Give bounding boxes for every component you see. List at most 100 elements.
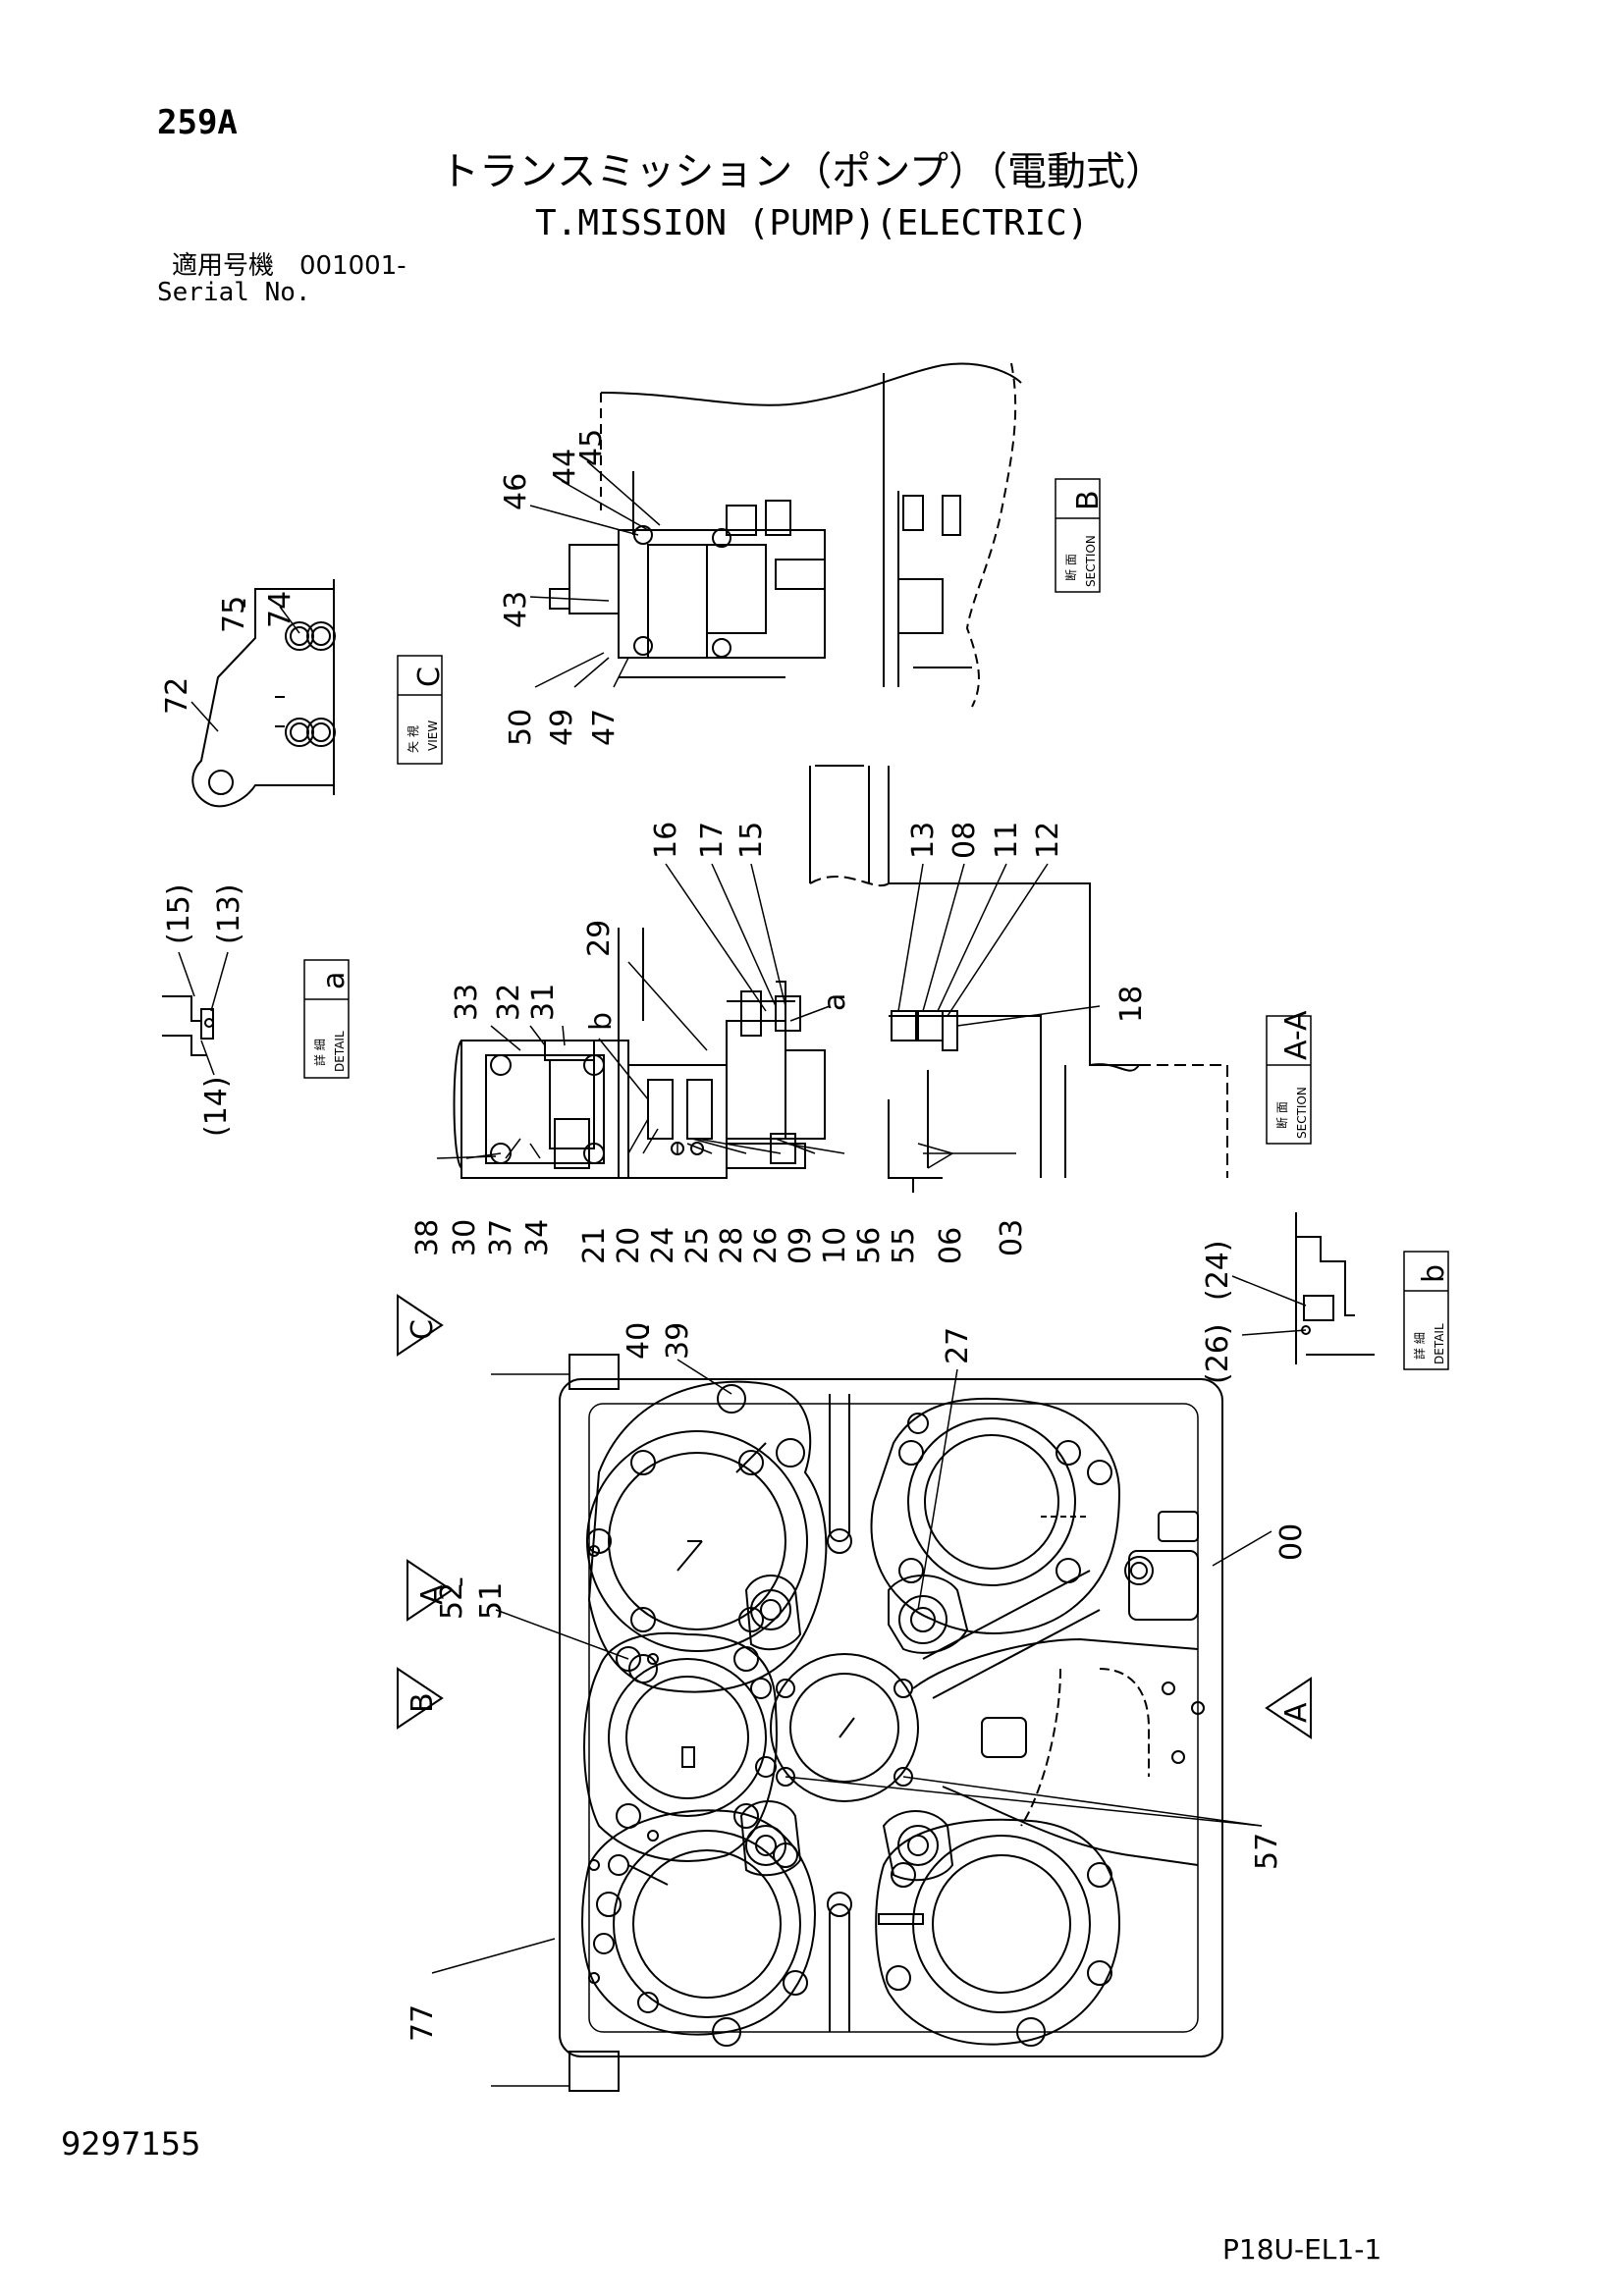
svg-text:55: 55 <box>887 1227 921 1264</box>
svg-text:B: B <box>1071 490 1106 510</box>
svg-text:(26): (26) <box>1201 1323 1235 1384</box>
svg-text:11: 11 <box>990 822 1024 859</box>
svg-text:57: 57 <box>1250 1833 1284 1870</box>
section-b-drawing <box>549 362 1022 708</box>
section-aa-leaders <box>436 863 1101 1169</box>
svg-text:72: 72 <box>160 677 194 715</box>
svg-text:-: - <box>443 1576 477 1587</box>
detail-marker-a: a <box>818 993 852 1011</box>
svg-text:08: 08 <box>947 822 982 859</box>
svg-text:40: 40 <box>622 1322 656 1360</box>
svg-text:(15): (15) <box>162 883 196 944</box>
svg-text:A-A: A-A <box>1279 1010 1314 1060</box>
main-plan-leaders <box>431 1359 1272 1974</box>
view-c-drawing <box>191 579 336 808</box>
svg-text:a: a <box>317 972 352 989</box>
svg-text:25: 25 <box>680 1227 715 1264</box>
svg-text:37: 37 <box>484 1219 518 1256</box>
svg-text:VIEW: VIEW <box>426 721 440 751</box>
section-b-labels: 46 45 44 43 50 49 47 <box>499 429 622 746</box>
section-aa-labels: 16 17 15 13 08 11 12 18 29 33 32 31 38 3… <box>410 822 1149 1264</box>
section-arrow-b: B <box>406 1692 440 1713</box>
section-arrow-a2: A <box>1279 1702 1314 1723</box>
svg-text:32: 32 <box>492 984 526 1021</box>
page-number: 259A <box>157 103 238 142</box>
svg-text:75: 75 <box>217 596 251 633</box>
svg-text:39: 39 <box>661 1322 695 1360</box>
svg-text:33: 33 <box>450 984 484 1021</box>
part-label: 50 <box>504 709 538 746</box>
part-label: 43 <box>499 591 533 628</box>
view-box-section-b: B 断 面 SECTION <box>1055 478 1106 593</box>
svg-text:30: 30 <box>448 1219 482 1256</box>
title-japanese: トランスミッション（ポンプ）（電動式） <box>440 149 1164 194</box>
svg-text:28: 28 <box>715 1227 749 1264</box>
detail-b-drawing <box>1295 1212 1375 1364</box>
svg-text:DETAIL: DETAIL <box>1433 1323 1446 1364</box>
svg-text:矢 視: 矢 視 <box>406 725 420 753</box>
svg-text:(13): (13) <box>212 883 246 944</box>
detail-b-labels: (24) (26) <box>1201 1240 1235 1384</box>
svg-text:26: 26 <box>749 1227 784 1264</box>
svg-text:15: 15 <box>734 822 769 859</box>
svg-text:18: 18 <box>1114 986 1149 1023</box>
svg-text:16: 16 <box>649 822 683 859</box>
svg-text:-: - <box>629 1324 664 1335</box>
svg-text:27: 27 <box>941 1327 975 1364</box>
svg-text:-: - <box>226 598 260 609</box>
detail-b-leaders <box>1231 1275 1307 1336</box>
svg-text:00: 00 <box>1274 1523 1309 1561</box>
svg-text:13: 13 <box>906 822 941 859</box>
detail-a-leaders <box>178 951 229 1076</box>
part-label: 47 <box>587 709 622 746</box>
svg-text:77: 77 <box>406 2004 440 2042</box>
main-plan-labels: 40 - 39 27 00 52 - 51 57 77 <box>406 1322 1309 2042</box>
svg-text:34: 34 <box>520 1219 555 1256</box>
svg-text:断 面: 断 面 <box>1063 554 1078 581</box>
part-label: 46 <box>499 473 533 510</box>
svg-text:10: 10 <box>818 1227 852 1264</box>
view-box-section-aa: A-A 断 面 SECTION <box>1266 1010 1314 1145</box>
view-box-detail-a: a 詳 細 DETAIL <box>303 959 352 1079</box>
detail-a-labels: (15) (13) (14) <box>162 883 246 1137</box>
svg-text:DETAIL: DETAIL <box>333 1031 347 1072</box>
svg-text:SECTION: SECTION <box>1295 1087 1309 1139</box>
section-b-leaders <box>529 460 661 688</box>
svg-text:38: 38 <box>410 1219 445 1256</box>
main-plan-view <box>491 1354 1223 2092</box>
svg-text:(14): (14) <box>199 1076 234 1137</box>
svg-text:06: 06 <box>934 1227 968 1264</box>
svg-text:SECTION: SECTION <box>1084 535 1098 587</box>
part-label: 44 <box>548 449 582 486</box>
view-box-view-c: C 矢 視 VIEW <box>397 655 447 765</box>
svg-text:断 面: 断 面 <box>1274 1101 1289 1129</box>
section-arrow-a: A <box>415 1584 450 1605</box>
svg-text:b: b <box>1417 1264 1451 1283</box>
svg-text:17: 17 <box>695 822 730 859</box>
svg-text:C: C <box>412 667 447 687</box>
svg-text:09: 09 <box>784 1227 818 1264</box>
svg-text:12: 12 <box>1031 822 1065 859</box>
svg-text:21: 21 <box>577 1227 612 1264</box>
detail-marker-b: b <box>584 1012 619 1031</box>
svg-text:20: 20 <box>612 1227 646 1264</box>
section-aa-drawing <box>453 765 1228 1193</box>
svg-text:51: 51 <box>474 1582 509 1620</box>
svg-text:24: 24 <box>646 1227 680 1264</box>
detail-a-drawing <box>162 995 214 1056</box>
view-c-leaders <box>190 606 300 732</box>
serial-label-english: Serial No. <box>157 278 311 307</box>
document-number: 9297155 <box>61 2125 201 2163</box>
svg-text:詳 細: 詳 細 <box>312 1039 327 1066</box>
view-c-labels: 75 - 74 72 <box>160 591 298 715</box>
part-label: 45 <box>574 429 609 466</box>
title-english: T.MISSION (PUMP)(ELECTRIC) <box>535 203 1089 243</box>
page-code: P18U-EL1-1 <box>1222 2233 1382 2266</box>
svg-text:03: 03 <box>995 1219 1029 1256</box>
part-label: 49 <box>545 709 579 746</box>
section-arrows: C A B A <box>397 1294 1314 1739</box>
view-box-detail-b: b 詳 細 DETAIL <box>1403 1251 1451 1370</box>
svg-text:詳 細: 詳 細 <box>1412 1332 1427 1360</box>
serial-label-japanese: 適用号機 001001- <box>172 251 406 281</box>
